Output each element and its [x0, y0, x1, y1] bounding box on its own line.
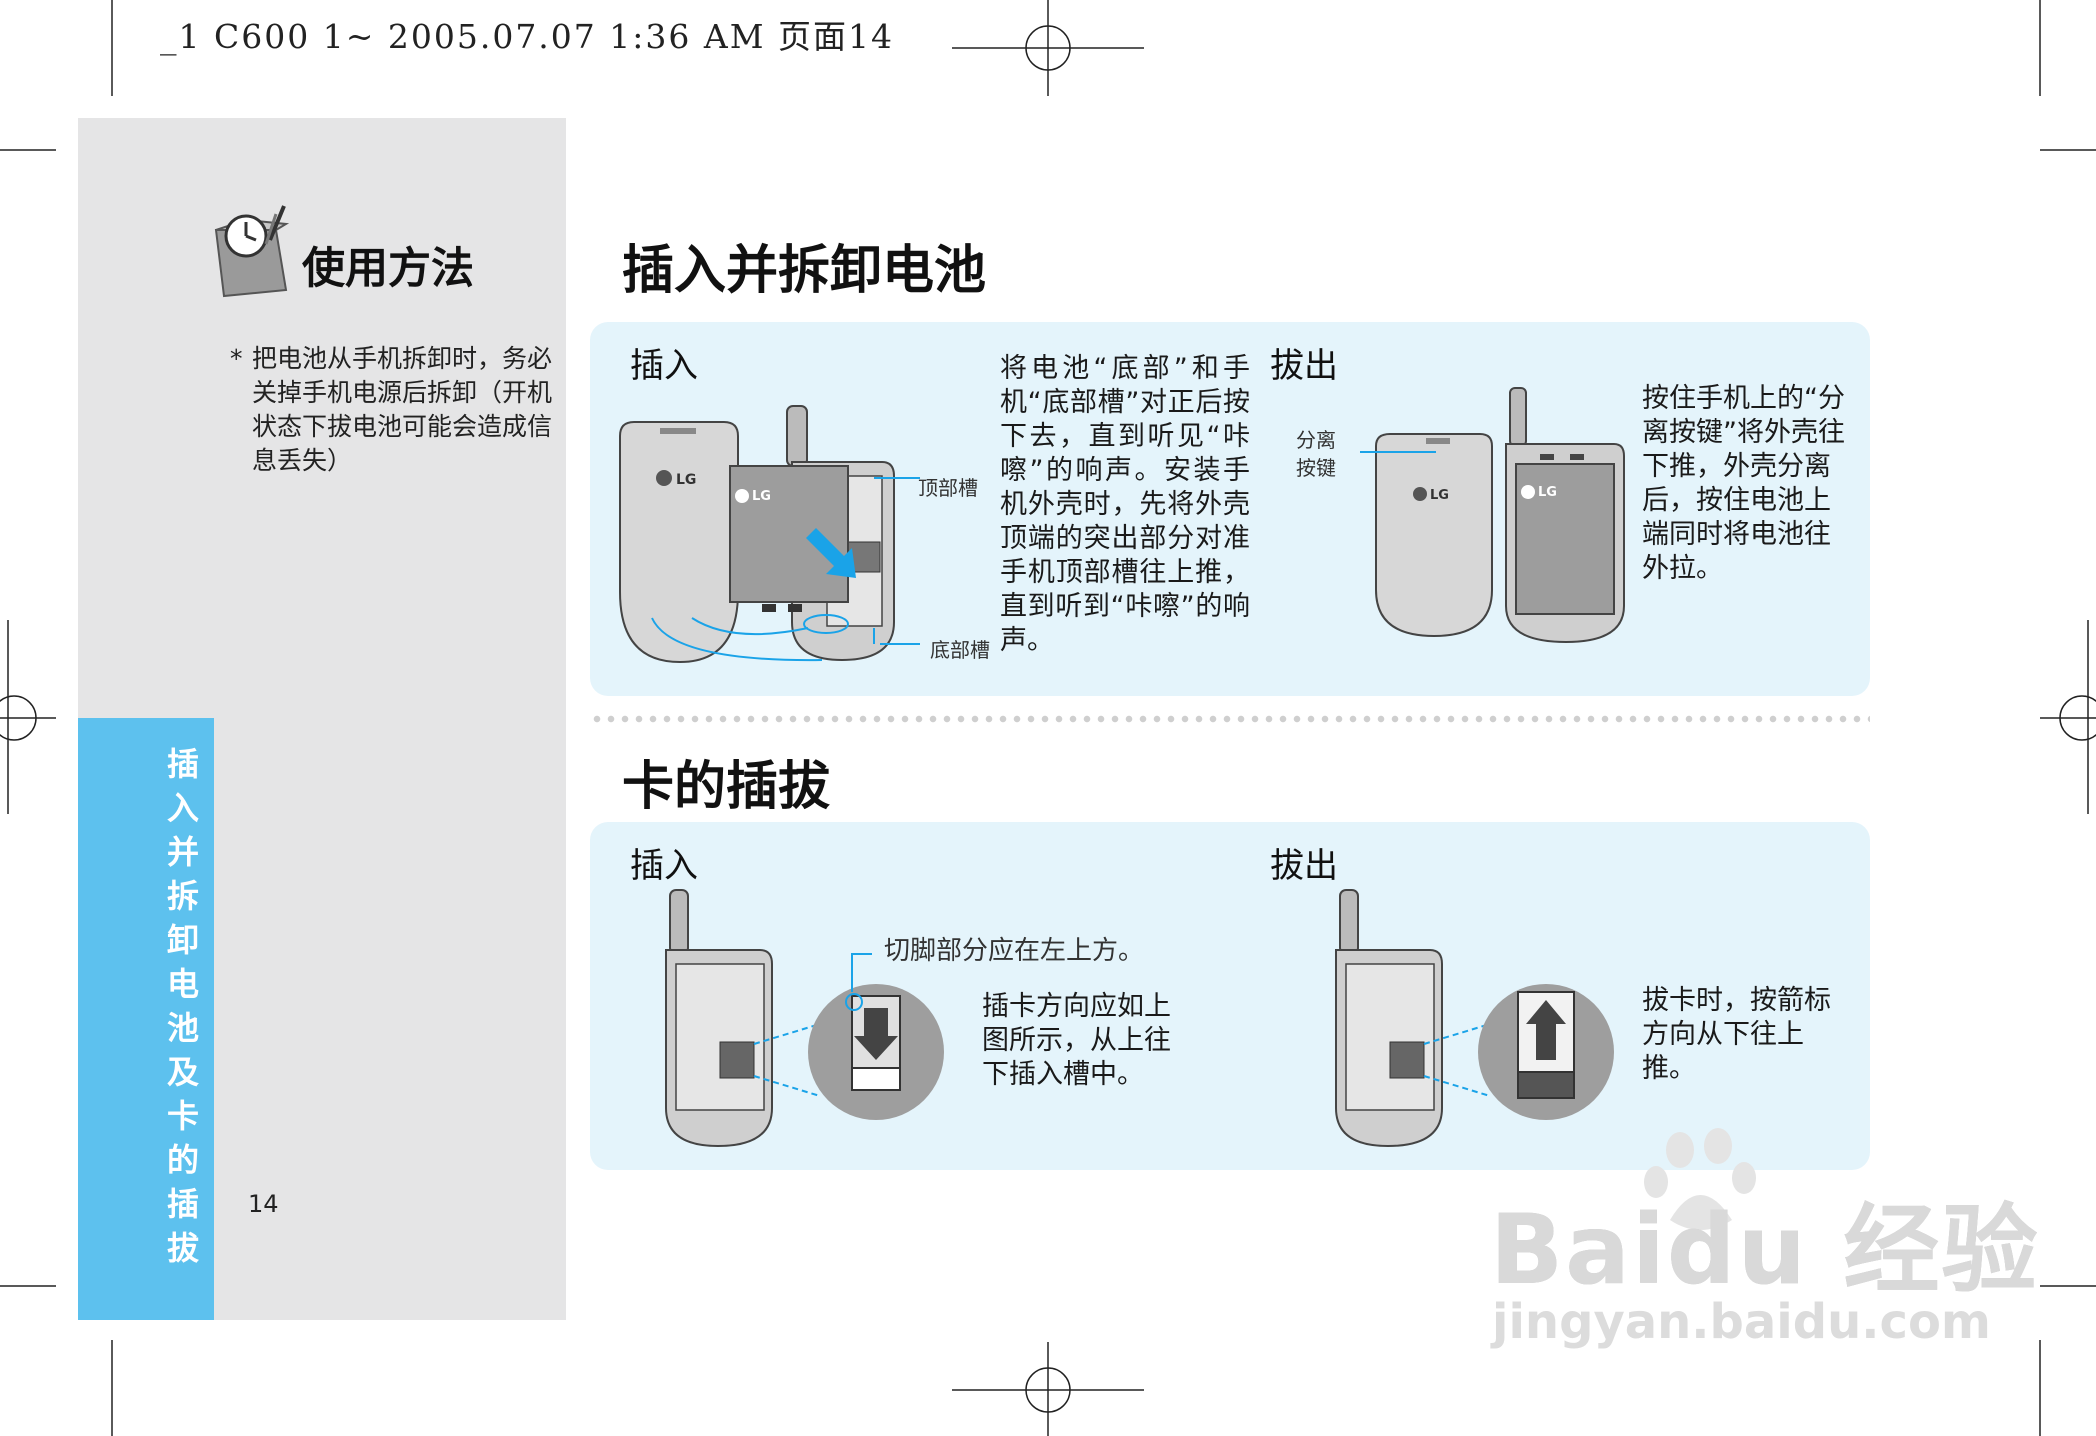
card-insert-note: 切脚部分应在左上方。 — [884, 936, 1145, 966]
card-section-title: 卡的插拔 — [622, 757, 831, 817]
watermark-url: jingyan.baidu.com — [1492, 1294, 1991, 1350]
note-marker: * — [230, 344, 243, 373]
sidebar-heading: 使用方法 — [302, 244, 474, 294]
battery-insert-description: 将电池“底部”和手机“底部槽”对正后按下去，直到听见“咔嚓”的响声。安装手机外壳… — [1000, 353, 1250, 656]
battery-remove-heading: 拔出 — [1270, 346, 1338, 386]
print-header: _1 C600 1~ 2005.07.07 1:36 AM 页面14 — [160, 17, 894, 56]
battery-remove-illustration: LG LG — [1360, 387, 1625, 644]
note-text: 把电池从手机拆卸时，务必关掉手机电源后拆卸（开机状态下拔电池可能会造成信息丢失） — [252, 344, 553, 475]
battery-insert-illustration: LG LG — [619, 405, 920, 664]
label-release-line-1: 分离 — [1296, 428, 1336, 452]
lg-logo-text: LG — [752, 489, 771, 504]
dotted-divider — [590, 714, 1870, 724]
paw-logo-icon — [1644, 1128, 1756, 1230]
battery-remove-description: 按住手机上的“分离按键”将外壳往下推，外壳分离后，按住电池上端同时将电池往外拉。 — [1642, 383, 1845, 584]
label-bottom-slot: 底部槽 — [930, 638, 990, 662]
label-release-line-2: 按键 — [1296, 456, 1336, 480]
label-top-slot: 顶部槽 — [918, 476, 978, 500]
card-panel — [590, 822, 1870, 1170]
card-insert-illustration — [665, 889, 944, 1148]
lg-logo-text: LG — [1430, 488, 1449, 503]
card-remove-heading: 拔出 — [1270, 846, 1338, 886]
lg-logo-text: LG — [676, 472, 696, 488]
battery-section-title: 插入并拆卸电池 — [622, 241, 987, 301]
label-release-button: 分离 按键 — [1296, 426, 1336, 482]
vertical-section-title: 插 入 并 拆 卸 电 池 及 卡 的 插 拔 — [166, 745, 199, 1267]
battery-insert-heading: 插入 — [630, 346, 698, 386]
card-insert-description: 插卡方向应如上图所示，从上往下插入槽中。 — [982, 991, 1171, 1090]
card-remove-description: 拔卡时，按箭标方向从下往上推。 — [1642, 985, 1831, 1084]
page-number: 14 — [248, 1190, 279, 1218]
sidebar-tab — [78, 718, 214, 1320]
toolbox-clock-icon — [214, 205, 290, 298]
card-insert-heading: 插入 — [630, 846, 698, 886]
lg-logo-text: LG — [1538, 485, 1557, 500]
card-remove-illustration — [1335, 889, 1614, 1148]
watermark-brand: Baidu 经验 — [1490, 1194, 2040, 1306]
